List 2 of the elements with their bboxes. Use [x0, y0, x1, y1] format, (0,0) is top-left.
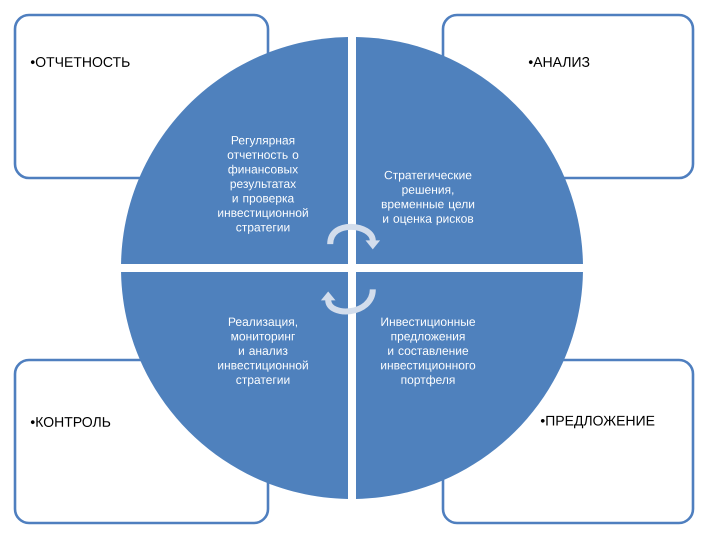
cycle-arrow: [320, 289, 376, 314]
quadrant-segment: Реализация, мониторинг и анализ инвестиционной стратегии: [121, 272, 348, 499]
